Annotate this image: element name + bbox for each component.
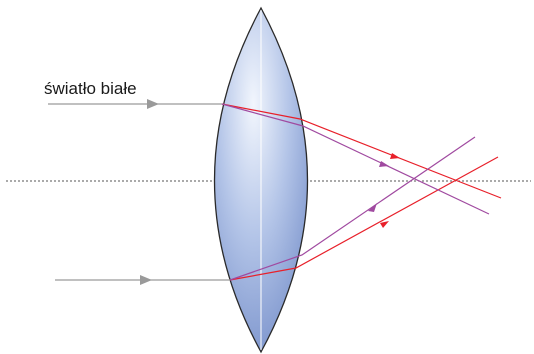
red-ray-top: [221, 103, 502, 199]
white-light-label: światło białe: [44, 79, 137, 98]
red-ray-top-arrow: [390, 153, 400, 159]
incident-ray-bottom-arrow: [140, 275, 152, 285]
incident-ray-top-arrow: [147, 99, 159, 109]
violet-ray-top-arrow: [379, 161, 389, 167]
violet-ray-bottom: [229, 136, 476, 281]
red-ray-bottom: [229, 156, 499, 281]
violet-ray-bottom-arrow: [368, 203, 377, 212]
red-ray-bottom-arrow: [380, 221, 389, 228]
violet-ray-top: [221, 103, 490, 215]
